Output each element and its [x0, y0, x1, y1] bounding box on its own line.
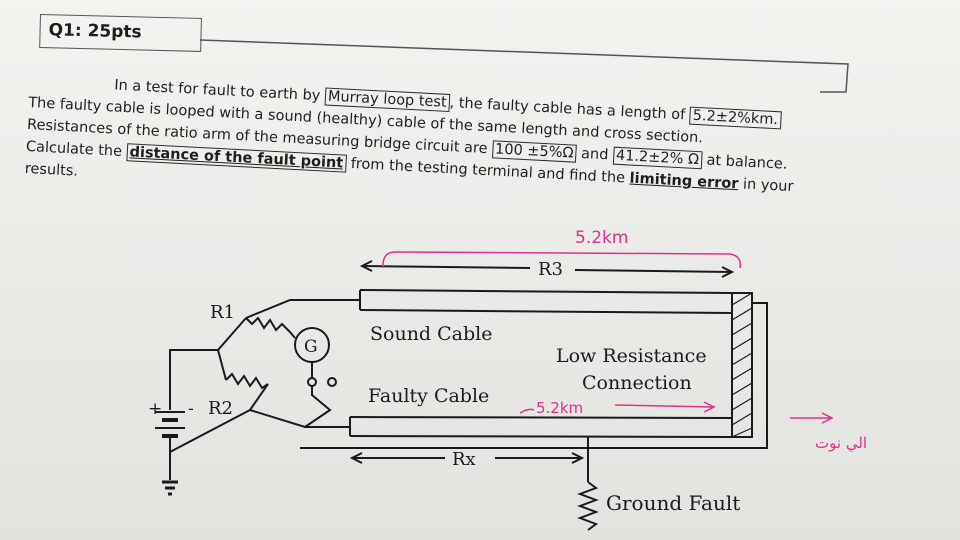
low-resistance-label-1: Low Resistance [556, 345, 707, 367]
battery-bottom-wire [169, 383, 269, 480]
r3-label: R3 [538, 259, 563, 280]
battery-symbol [155, 411, 185, 460]
top-length-brace [382, 251, 742, 269]
ground-fault-resistor [577, 481, 599, 531]
bridge-bottom-wire [249, 409, 350, 428]
battery-plus-label: + [148, 399, 162, 419]
faulty-cable-label: Faulty Cable [368, 385, 489, 407]
return-wire [300, 302, 768, 449]
battery-top-wire [169, 349, 218, 410]
bridge-top-wire [245, 299, 360, 319]
rx-label: Rx [452, 449, 476, 470]
ground-fault-label: Ground Fault [606, 491, 740, 515]
low-resistance-label-2: Connection [582, 372, 692, 394]
top-length-annotation: 5.2km [575, 228, 628, 248]
battery-minus-label: - [188, 399, 194, 419]
galvanometer-switch [304, 386, 332, 428]
faulty-cable-bottom-line [349, 435, 733, 438]
galvanometer-label: G [304, 337, 318, 357]
sound-cable-top-line [359, 289, 733, 294]
r3-arrow-left [361, 265, 531, 269]
r1-resistor [245, 316, 291, 333]
faulty-length-arrow [614, 404, 713, 408]
r2-resistor [225, 372, 269, 390]
r2-label: R2 [208, 398, 233, 419]
faulty-cable-top-line [349, 416, 733, 419]
sound-cable-bottom-line [359, 309, 733, 314]
r1-label: R1 [210, 302, 235, 323]
switch-contact-a [307, 377, 317, 387]
r3-arrow-right [574, 269, 733, 273]
earth-ground-symbol [162, 480, 178, 496]
faulty-length-annotation: 5.2km [536, 399, 583, 417]
sound-cable-label: Sound Cable [370, 323, 492, 345]
arabic-handwritten-note: الي نوت [815, 434, 867, 453]
switch-contact-b [327, 377, 337, 387]
side-note-arrow [790, 412, 834, 424]
